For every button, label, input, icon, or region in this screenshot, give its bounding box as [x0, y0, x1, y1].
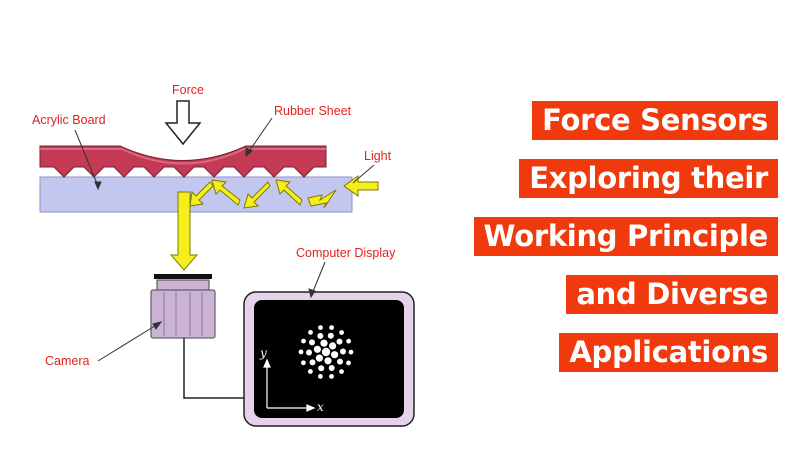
title-block: Force Sensors Exploring their Working Pr… — [438, 101, 778, 391]
title-line-5: Applications — [559, 333, 778, 372]
screen-dot — [348, 349, 354, 355]
screen-dot — [339, 369, 344, 374]
screen-axes — [263, 358, 316, 412]
title-line-3: Working Principle — [473, 217, 778, 256]
title-line-2: Exploring their — [519, 159, 778, 198]
light-label: Light — [364, 149, 392, 163]
screen-dot — [329, 374, 334, 379]
screen-dot — [308, 369, 313, 374]
y-axis-label: y — [259, 346, 267, 360]
screen-dot — [313, 345, 321, 353]
screen-dot — [346, 338, 351, 344]
screen-dot — [309, 359, 316, 366]
screen-dot — [320, 339, 328, 347]
leader-lines — [74, 117, 375, 362]
screen-dot — [301, 360, 306, 366]
force-sensor-diagram: y x Force Acrylic Board Rubber Sheet Lig… — [32, 83, 415, 427]
camera-icon — [150, 274, 216, 339]
acrylic-board-label: Acrylic Board — [32, 113, 106, 127]
camera-cable — [183, 338, 246, 399]
screen-dot — [339, 330, 344, 335]
computer-display-label: Computer Display — [296, 246, 396, 260]
screen-dot — [318, 365, 325, 372]
x-axis-label: x — [317, 400, 324, 414]
screen-dot — [336, 338, 343, 345]
rubber-sheet — [39, 145, 327, 178]
screen-dot — [318, 374, 323, 379]
screen-dot — [340, 348, 346, 355]
screen-dot — [309, 339, 315, 346]
camera-label: Camera — [45, 354, 90, 368]
force-label: Force — [172, 83, 204, 97]
screen-dot — [328, 365, 335, 371]
screen-dot — [306, 349, 312, 356]
screen-dot — [329, 325, 334, 330]
screen-dot — [317, 333, 324, 339]
screen-dot — [321, 347, 331, 357]
acrylic-board — [39, 176, 353, 213]
screen-dot — [301, 338, 306, 344]
screen-dot — [324, 357, 332, 365]
screen-dot-pattern — [298, 325, 354, 379]
screen-dot — [331, 351, 339, 359]
screen-dot — [329, 342, 337, 350]
screen-dot — [346, 360, 351, 366]
title-line-4: and Diverse — [566, 275, 778, 314]
screen-dot — [298, 349, 304, 355]
screen-dot — [315, 354, 323, 362]
rubber-sheet-highlight — [40, 148, 326, 165]
force-arrow-icon — [164, 100, 202, 146]
rubber-sheet-label: Rubber Sheet — [274, 104, 352, 118]
screen-dot — [337, 358, 343, 365]
title-line-1: Force Sensors — [532, 101, 778, 140]
screen-dot — [318, 325, 323, 330]
light-arrow-icon — [169, 175, 379, 271]
screen-dot — [308, 330, 313, 335]
screen-dot — [327, 332, 334, 339]
